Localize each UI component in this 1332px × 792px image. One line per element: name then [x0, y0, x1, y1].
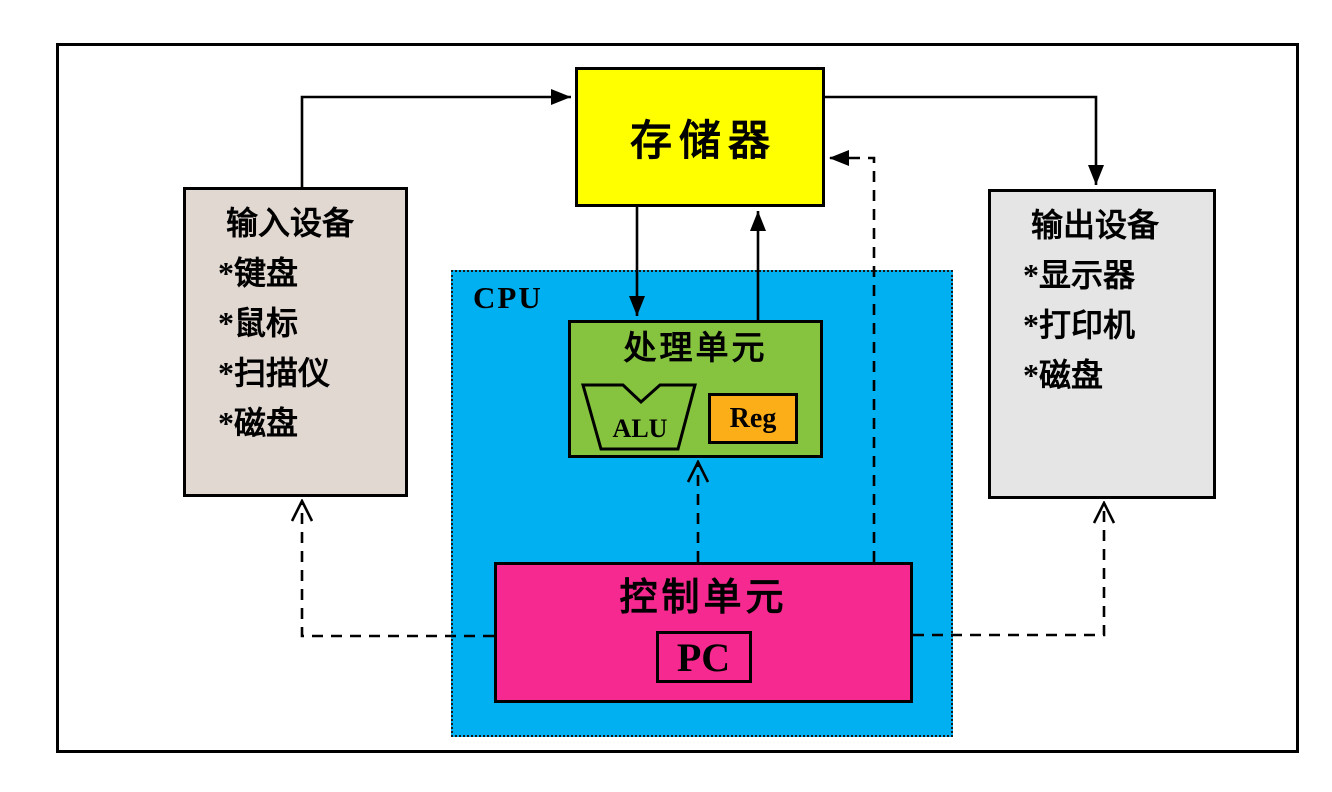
output-device-title: 输出设备: [1031, 207, 1160, 243]
output-device-item: *磁盘: [1023, 357, 1104, 393]
input-device-title: 输入设备: [226, 205, 355, 241]
control-unit-box: 控制单元 PC: [494, 562, 913, 703]
output-device-item: *显示器: [1023, 257, 1136, 293]
processing-unit-label: 处理单元: [623, 331, 768, 367]
output-device-item: *打印机: [1023, 307, 1136, 343]
memory-label: 存储器: [629, 118, 777, 165]
cpu-label: CPU: [473, 280, 543, 315]
memory-box: 存储器: [575, 67, 825, 207]
input-device-item: *磁盘: [218, 405, 299, 441]
input-device-item: *扫描仪: [218, 355, 331, 391]
input-device-box: 输入设备 *键盘 *鼠标 *扫描仪 *磁盘: [183, 187, 408, 497]
input-device-item: *键盘: [218, 255, 299, 291]
output-device-box: 输出设备 *显示器 *打印机 *磁盘: [988, 189, 1216, 499]
reg-label: Reg: [729, 402, 777, 434]
reg-box: Reg: [708, 393, 798, 444]
input-device-item: *鼠标: [218, 305, 299, 341]
pc-box: PC: [655, 631, 752, 683]
pc-label: PC: [676, 634, 731, 680]
control-unit-label: 控制单元: [619, 577, 788, 619]
